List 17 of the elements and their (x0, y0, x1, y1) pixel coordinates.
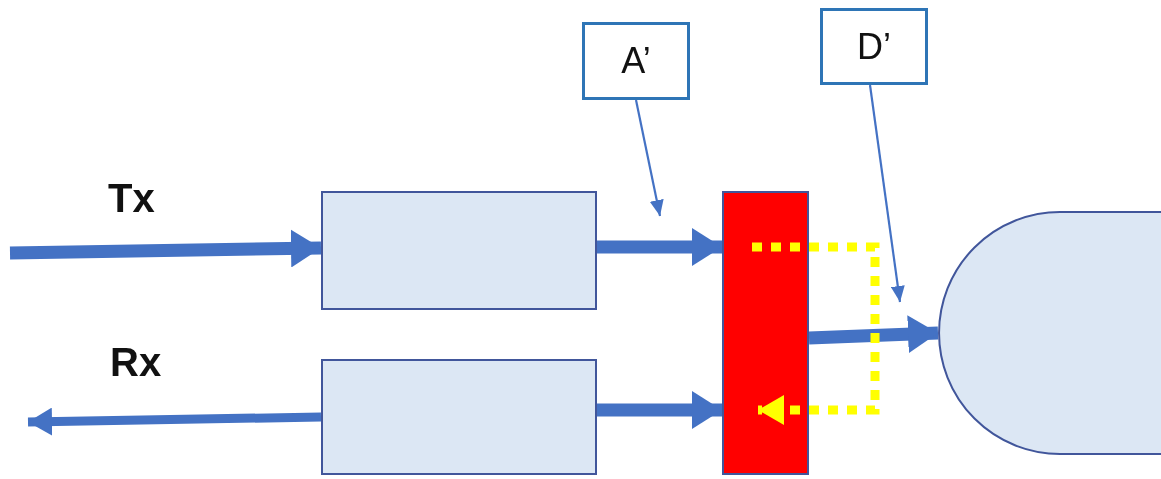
callout-box (820, 8, 928, 85)
arrow (9, 229, 322, 268)
callout-label: A’ (621, 40, 651, 82)
edge-label: Tx (108, 176, 155, 221)
callout-label: D’ (857, 25, 891, 68)
block-box (321, 359, 597, 475)
leader-line (868, 84, 905, 303)
block-box (321, 191, 597, 310)
callout-box (582, 22, 690, 100)
bar (722, 191, 809, 475)
leader-line (634, 99, 664, 217)
arrow (597, 228, 722, 266)
arrow (27, 407, 322, 436)
arrow (808, 315, 939, 354)
edge-label: Rx (110, 340, 162, 385)
dotted-loop-arrow (752, 242, 880, 425)
arrow (597, 391, 722, 429)
